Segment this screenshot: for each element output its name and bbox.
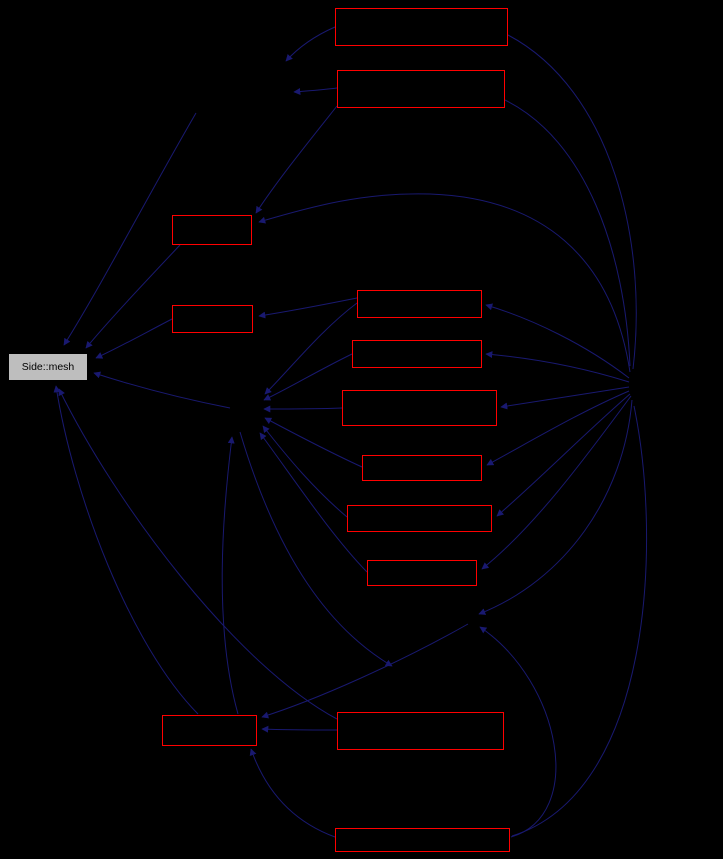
node-mid-3[interactable] xyxy=(342,390,497,426)
graph-edge xyxy=(264,302,358,395)
node-mid-2[interactable] xyxy=(352,340,482,368)
graph-edge xyxy=(249,748,336,838)
graph-edge xyxy=(262,425,348,518)
graph-edge xyxy=(258,297,358,319)
graph-edge xyxy=(95,318,173,359)
node-left-1[interactable] xyxy=(172,215,252,245)
node-top-2[interactable] xyxy=(337,70,505,108)
graph-edge xyxy=(221,436,239,715)
graph-edge xyxy=(58,388,338,720)
graph-edge xyxy=(63,112,197,346)
current-node-label: Side::mesh xyxy=(21,361,75,373)
node-top-1[interactable] xyxy=(335,8,508,46)
graph-edge xyxy=(511,405,648,837)
graph-edge xyxy=(85,244,181,349)
graph-edge xyxy=(261,725,338,733)
graph-edge xyxy=(239,431,393,667)
node-bottom-1[interactable] xyxy=(337,712,504,750)
graph-edge xyxy=(264,417,363,468)
graph-edge xyxy=(504,99,631,367)
graph-edge xyxy=(285,26,336,62)
graph-edge xyxy=(481,395,632,570)
graph-edge xyxy=(263,405,343,413)
node-bottom-left[interactable] xyxy=(162,715,257,746)
graph-edge xyxy=(258,193,631,373)
node-mid-4[interactable] xyxy=(362,455,482,481)
graph-edge xyxy=(255,105,338,214)
graph-edge xyxy=(263,353,353,401)
graph-edge xyxy=(507,34,637,370)
node-bottom-2[interactable] xyxy=(335,828,510,852)
node-mid-1[interactable] xyxy=(357,290,482,318)
graph-edge xyxy=(496,393,631,517)
graph-edge xyxy=(479,626,557,838)
graph-edge xyxy=(259,432,368,573)
graph-edge xyxy=(478,399,633,615)
node-mid-6[interactable] xyxy=(367,560,477,586)
node-mid-5[interactable] xyxy=(347,505,492,532)
graph-edge xyxy=(293,87,338,96)
current-node: Side::mesh xyxy=(8,353,88,381)
graph-edge xyxy=(261,623,469,719)
graph-edge xyxy=(93,371,231,409)
graph-edge xyxy=(500,386,630,410)
graph-edge xyxy=(485,351,630,383)
graph-edge xyxy=(486,390,630,466)
graph-edge xyxy=(485,303,630,379)
graph-edge xyxy=(53,385,199,715)
node-left-2[interactable] xyxy=(172,305,253,333)
